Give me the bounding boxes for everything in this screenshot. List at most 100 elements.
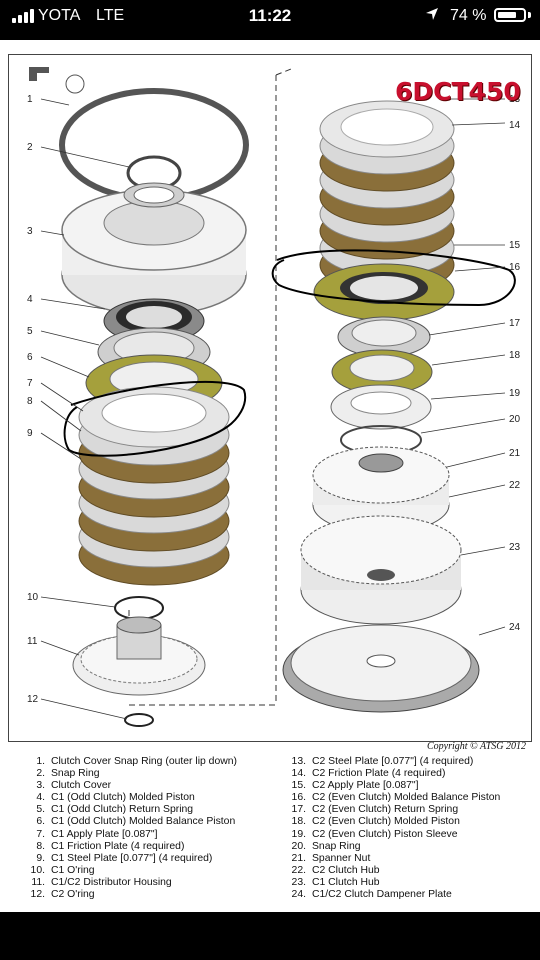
callout-16: 16 xyxy=(509,262,521,273)
battery-icon xyxy=(494,8,526,22)
callout-4: 4 xyxy=(27,294,33,305)
legend-item-text: Clutch Cover Snap Ring (outer lip down) xyxy=(51,756,237,767)
legend-item-text: Snap Ring xyxy=(51,768,100,780)
legend-item: 7. C1 Apply Plate [0.087"] xyxy=(20,829,237,841)
legend-item-text: C2 Apply Plate [0.087"] xyxy=(312,780,419,792)
legend-item: 9.C1 Steel Plate [0.077"] (4 required) xyxy=(20,853,237,865)
legend-item-text: C2 (Even Clutch) Molded Piston xyxy=(312,816,460,828)
legend-item-text: C1 (Odd Clutch) Molded Piston xyxy=(51,792,195,804)
legend-item-number: 19. xyxy=(291,828,306,840)
part-18-c2-molded-piston xyxy=(331,349,433,395)
battery-percent: 74 % xyxy=(450,7,487,24)
legend-item: 14.C2 Friction Plate (4 required) xyxy=(281,768,500,780)
legend-item-text: C1 (Odd Clutch) Molded Balance Piston xyxy=(51,816,236,828)
callouts-right xyxy=(420,98,506,636)
callout-21: 21 xyxy=(509,448,521,459)
part-21-22-spanner-nut-c2-hub xyxy=(312,446,450,534)
callout-11: 11 xyxy=(27,636,38,647)
location-arrow-icon xyxy=(424,6,440,27)
callout-15: 15 xyxy=(509,240,521,251)
legend-item-text: C2 O'ring xyxy=(51,889,95,901)
legend-item-number: 6. xyxy=(36,816,45,828)
legend-item: 6. C1 (Odd Clutch) Molded Balance Piston xyxy=(20,816,237,828)
battery-tip xyxy=(528,12,531,18)
legend-item: 23. C1 Clutch Hub xyxy=(281,877,500,889)
legend-item-text: C1 (Odd Clutch) Return Spring xyxy=(51,804,194,816)
legend-item-number: 17. xyxy=(291,804,306,816)
part-23-c1-clutch-hub xyxy=(300,515,462,625)
legend-item-number: 4. xyxy=(36,792,45,804)
legend-item-number: 12. xyxy=(30,889,45,901)
legend-item-text: C1 Clutch Hub xyxy=(312,876,380,888)
legend-item: 1.Clutch Cover Snap Ring (outer lip down… xyxy=(20,756,237,768)
legend-item-text: C2 Clutch Hub xyxy=(312,864,380,876)
legend-item: 11.C1/C2 Distributor Housing xyxy=(20,877,237,889)
legend-item-number: 2. xyxy=(36,768,45,780)
battery-level-fill xyxy=(498,12,516,18)
legend-item-text: C1/C2 Clutch Dampener Plate xyxy=(312,889,452,901)
legend-item-number: 24. xyxy=(291,889,306,901)
legend-item-number: 3. xyxy=(36,780,45,792)
callout-2: 2 xyxy=(27,142,33,153)
part-3-clutch-cover xyxy=(61,182,247,316)
legend-item-number: 15. xyxy=(291,780,306,792)
legend-item-number: 8. xyxy=(36,840,45,852)
callout-24: 24 xyxy=(509,622,521,633)
legend-item: 17. C2 (Even Clutch) Return Spring xyxy=(281,804,500,816)
callouts-left xyxy=(40,98,130,720)
legend-item-number: 18. xyxy=(291,816,306,828)
legend-item-text: C2 (Even Clutch) Return Spring xyxy=(312,804,459,816)
callout-18: 18 xyxy=(509,350,521,361)
legend-item-number: 16. xyxy=(291,792,306,804)
cellular-signal-icon xyxy=(12,9,36,23)
callout-1: 1 xyxy=(27,94,33,105)
legend-item-number: 23. xyxy=(291,876,306,888)
legend-item-text: C1 Friction Plate (4 required) xyxy=(51,840,185,852)
c1-plate-stack xyxy=(78,386,230,586)
legend-item-text: C2 Steel Plate [0.077"] (4 required) xyxy=(312,756,474,767)
legend-column-right: 13.C2 Steel Plate [0.077"] (4 required)1… xyxy=(281,756,501,901)
part-10-c1-oring xyxy=(114,596,164,620)
callout-7: 7 xyxy=(27,378,33,389)
clock-time: 11:22 xyxy=(248,6,292,25)
legend-item: 19. C2 (Even Clutch) Piston Sleeve xyxy=(281,829,500,841)
legend-item: 8. C1 Friction Plate (4 required) xyxy=(20,841,237,853)
legend-item-text: Snap Ring xyxy=(312,840,361,852)
model-logo: 6DCT450 xyxy=(395,77,521,106)
part-17-c2-return-spring xyxy=(337,316,431,358)
legend-item-text: C2 Friction Plate (4 required) xyxy=(312,768,446,780)
legend-item-text: C2 (Even Clutch) Piston Sleeve xyxy=(312,828,458,840)
callout-13: 13 xyxy=(509,94,521,105)
callout-17: 17 xyxy=(509,318,521,329)
callout-10: 10 xyxy=(27,592,39,603)
part-12-c2-oring xyxy=(124,713,154,727)
callout-5: 5 xyxy=(27,326,33,337)
legend-item-text: C1 O'ring xyxy=(51,864,95,876)
legend-item: 16.C2 (Even Clutch) Molded Balance Pisto… xyxy=(281,792,501,804)
legend-item-number: 7. xyxy=(36,828,45,840)
callout-22: 22 xyxy=(509,480,521,491)
callout-20: 20 xyxy=(509,414,521,425)
legend-item-text: Spanner Nut xyxy=(312,852,371,864)
hand-drawn-annotation-c2 xyxy=(271,249,516,307)
legend-item: 20. Snap Ring xyxy=(281,841,500,853)
callout-14: 14 xyxy=(509,120,521,131)
legend-item-number: 20. xyxy=(291,840,306,852)
legend-item-text: C1 Apply Plate [0.087"] xyxy=(51,828,158,840)
legend-item: 22.C2 Clutch Hub xyxy=(281,865,500,877)
callout-8: 8 xyxy=(27,396,33,407)
legend-item-text: C1 Steel Plate [0.077"] (4 required) xyxy=(51,852,213,864)
legend-item: 5.C1 (Odd Clutch) Return Spring xyxy=(20,804,237,816)
legend-item-number: 10. xyxy=(30,864,45,876)
legend-column-left: 1.Clutch Cover Snap Ring (outer lip down… xyxy=(20,756,237,901)
legend-item: 2. Snap Ring xyxy=(20,768,237,780)
callout-3: 3 xyxy=(27,226,33,237)
callout-12: 12 xyxy=(27,694,39,705)
callout-23: 23 xyxy=(509,542,521,553)
legend-item: 10. C1 O'ring xyxy=(20,865,237,877)
part-16-c2-balance-piston xyxy=(313,263,455,321)
callout-19: 19 xyxy=(509,388,521,399)
